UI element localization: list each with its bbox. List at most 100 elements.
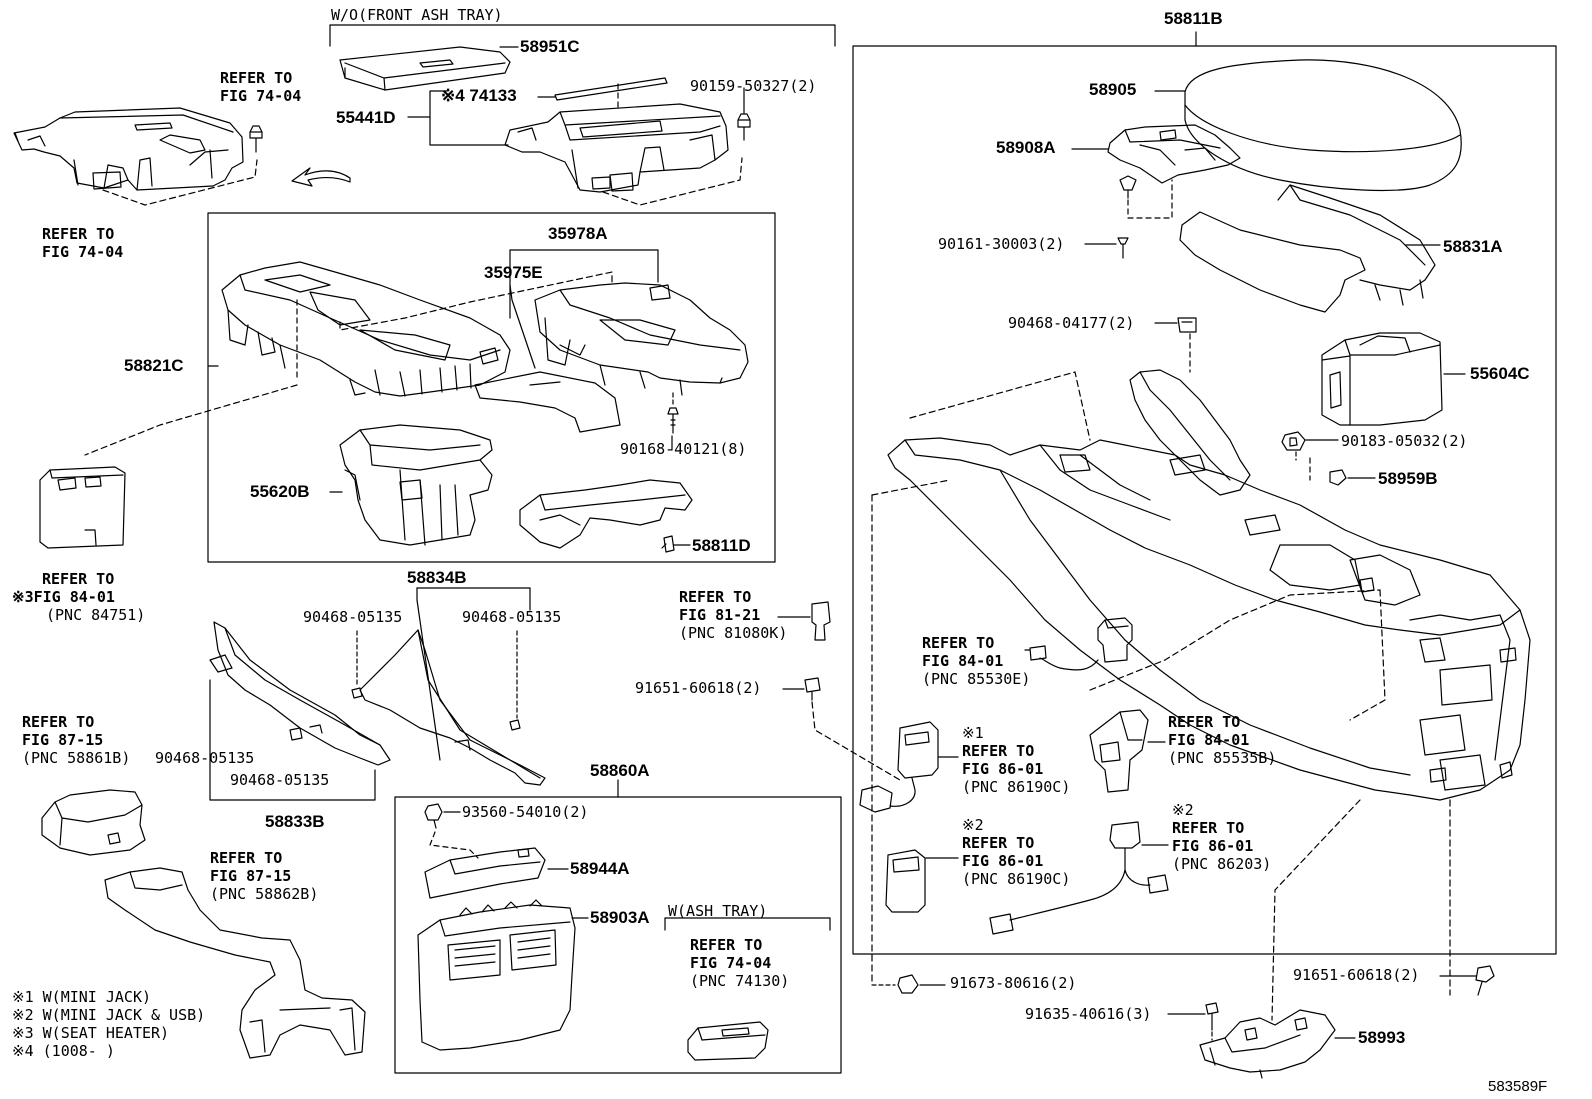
refer-fig-84-01-seat-heater: REFER TO ※3FIG 84-01 (PNC 84751) — [12, 570, 145, 624]
clip-58834b-r — [509, 719, 521, 731]
ref-line: REFER TO — [220, 69, 293, 87]
dash-91651-a — [811, 701, 901, 781]
part-label-55620b: 55620B — [250, 482, 310, 501]
part-58905-lid — [1184, 59, 1462, 192]
figure-code: 583589F — [1488, 1078, 1548, 1095]
part-55620b — [339, 424, 493, 546]
refer-fig-84-01-85535b: REFER TO FIG 84-01 (PNC 85535B) — [1168, 713, 1276, 767]
bracket-58833b — [209, 679, 376, 801]
screw-91635 — [1205, 1002, 1219, 1031]
part-label-55441d: 55441D — [336, 108, 396, 127]
ref-line: (PNC 84751) — [46, 606, 146, 624]
ref-line: REFER TO — [210, 849, 283, 867]
assy-label-58811b: 58811B — [1164, 9, 1223, 28]
ref-line: REFER TO — [1172, 819, 1245, 837]
bracket-35978a — [509, 249, 659, 319]
ref-line: REFER TO — [22, 713, 95, 731]
ref-line: (PNC 86203) — [1172, 855, 1272, 873]
ref-line: FIG 74-04 — [42, 243, 124, 261]
part-55604c-box — [1321, 332, 1443, 426]
screw-91651-b — [1475, 965, 1495, 996]
ref-line: FIG 84-01 — [1168, 731, 1250, 749]
dash-top-left — [102, 159, 258, 206]
part-label-90168: 90168-40121(8) — [620, 440, 747, 458]
part-58951c — [339, 46, 511, 91]
part-label-90161: 90161-30003(2) — [938, 235, 1065, 253]
part-58993-bracket — [1199, 1009, 1336, 1079]
dash-93560 — [429, 831, 479, 859]
part-label-58905: 58905 — [1089, 80, 1137, 99]
part-label-55604c: 55604C — [1470, 364, 1530, 383]
refer-fig-86-01-mini-jack: ※1 REFER TO FIG 86-01 (PNC 86190C) — [962, 724, 1070, 796]
frame-box-left — [207, 212, 776, 563]
part-74133 — [554, 77, 668, 101]
frame-label-wo-front-ash-tray: W/O(FRONT ASH TRAY) — [331, 6, 503, 24]
ref-fig: FIG 84-01 — [33, 588, 115, 606]
refer-fig-74-04-left: REFER TO FIG 74-04 — [42, 225, 123, 261]
refer-fig-87-15-58861b: REFER TO FIG 87-15 (PNC 58861B) — [22, 713, 130, 767]
part-label-90468-04177: 90468-04177(2) — [1008, 314, 1135, 332]
part-86190c-minijack — [859, 721, 939, 813]
refer-fig-84-01-85530e: REFER TO FIG 84-01 (PNC 85530E) — [922, 634, 1030, 688]
screw-90161 — [1117, 237, 1129, 259]
note-mark: ※3 — [12, 588, 34, 606]
legend-note-3: ※3 W(SEAT HEATER) — [12, 1024, 170, 1042]
ref-line: REFER TO — [962, 742, 1035, 760]
ref-line: FIG 87-15 — [210, 867, 292, 885]
dash-console-b — [1089, 589, 1381, 691]
refer-fig-74-04-ashtray: REFER TO FIG 74-04 (PNC 74130) — [690, 936, 789, 990]
part-label-90468-b: 90468-05135 — [462, 608, 562, 626]
ref-line: REFER TO — [690, 936, 763, 954]
part-label-58811d: 58811D — [692, 536, 751, 555]
part-duct-58862b — [104, 867, 366, 1059]
ref-line: ※3FIG 84-01 — [12, 588, 145, 606]
part-label-58951c: 58951C — [520, 37, 580, 56]
legend-note-1: ※1 W(MINI JACK) — [12, 988, 151, 1006]
part-label-90159: 90159-50327(2) — [690, 77, 817, 95]
dash-console-c — [1349, 589, 1386, 721]
part-label-90468-d: 90468-05135 — [230, 771, 330, 789]
note-mark: ※2 — [1172, 801, 1194, 819]
part-85535b-usb — [1089, 709, 1149, 793]
ref-line: REFER TO — [42, 570, 115, 588]
ref-line: (PNC 58861B) — [22, 749, 131, 767]
dash-58993 — [1271, 799, 1361, 1021]
refer-fig-86-01-usb-jack: ※2 REFER TO FIG 86-01 (PNC 86190C) — [962, 816, 1070, 888]
frame-label-w-ash-tray: W(ASH TRAY) — [668, 902, 768, 920]
clip-58834b-l — [351, 687, 363, 699]
ref-line: FIG 87-15 — [22, 731, 104, 749]
note-mark: ※1 — [962, 724, 984, 742]
dash-58821c-b — [84, 384, 298, 456]
part-label-58831a: 58831A — [1443, 237, 1503, 256]
assy-label-58860a: 58860A — [590, 761, 650, 780]
part-58903a — [417, 899, 576, 1051]
part-74130-ashtray — [687, 1021, 769, 1061]
part-label-91673: 91673-80616(2) — [950, 974, 1077, 992]
assy-label-58834b: 58834B — [407, 568, 467, 587]
dash-55441d — [602, 157, 743, 206]
nut-90183 — [1281, 431, 1306, 451]
dash-91673 — [871, 479, 951, 496]
legend-note-4: ※4 (1008- ) — [12, 1042, 115, 1060]
frame-box-bottom — [394, 796, 842, 1074]
refer-fig-81-21: REFER TO FIG 81-21 (PNC 81080K) — [679, 588, 787, 642]
screw-91651-a — [804, 677, 821, 701]
ref-line: FIG 81-21 — [679, 606, 761, 624]
ref-line: REFER TO — [962, 834, 1035, 852]
ref-line: FIG 84-01 — [922, 652, 1004, 670]
part-35975e-cover — [474, 371, 621, 433]
part-58821c — [221, 261, 511, 397]
ref-line: (PNC 86190C) — [962, 778, 1071, 796]
ref-line: (PNC 58862B) — [210, 885, 319, 903]
part-label-35975e: 35975E — [484, 263, 543, 282]
refer-fig-86-01-86203: ※2 REFER TO FIG 86-01 (PNC 86203) — [1172, 801, 1271, 873]
note-mark: ※2 — [962, 816, 984, 834]
part-label-58959b: 58959B — [1378, 469, 1438, 488]
bracket-55441d-a — [407, 90, 448, 118]
screw-91673 — [897, 974, 919, 994]
assy-label-58833b: 58833B — [265, 812, 325, 831]
screw-90159 — [737, 113, 751, 141]
frame-box-right — [852, 45, 1557, 955]
